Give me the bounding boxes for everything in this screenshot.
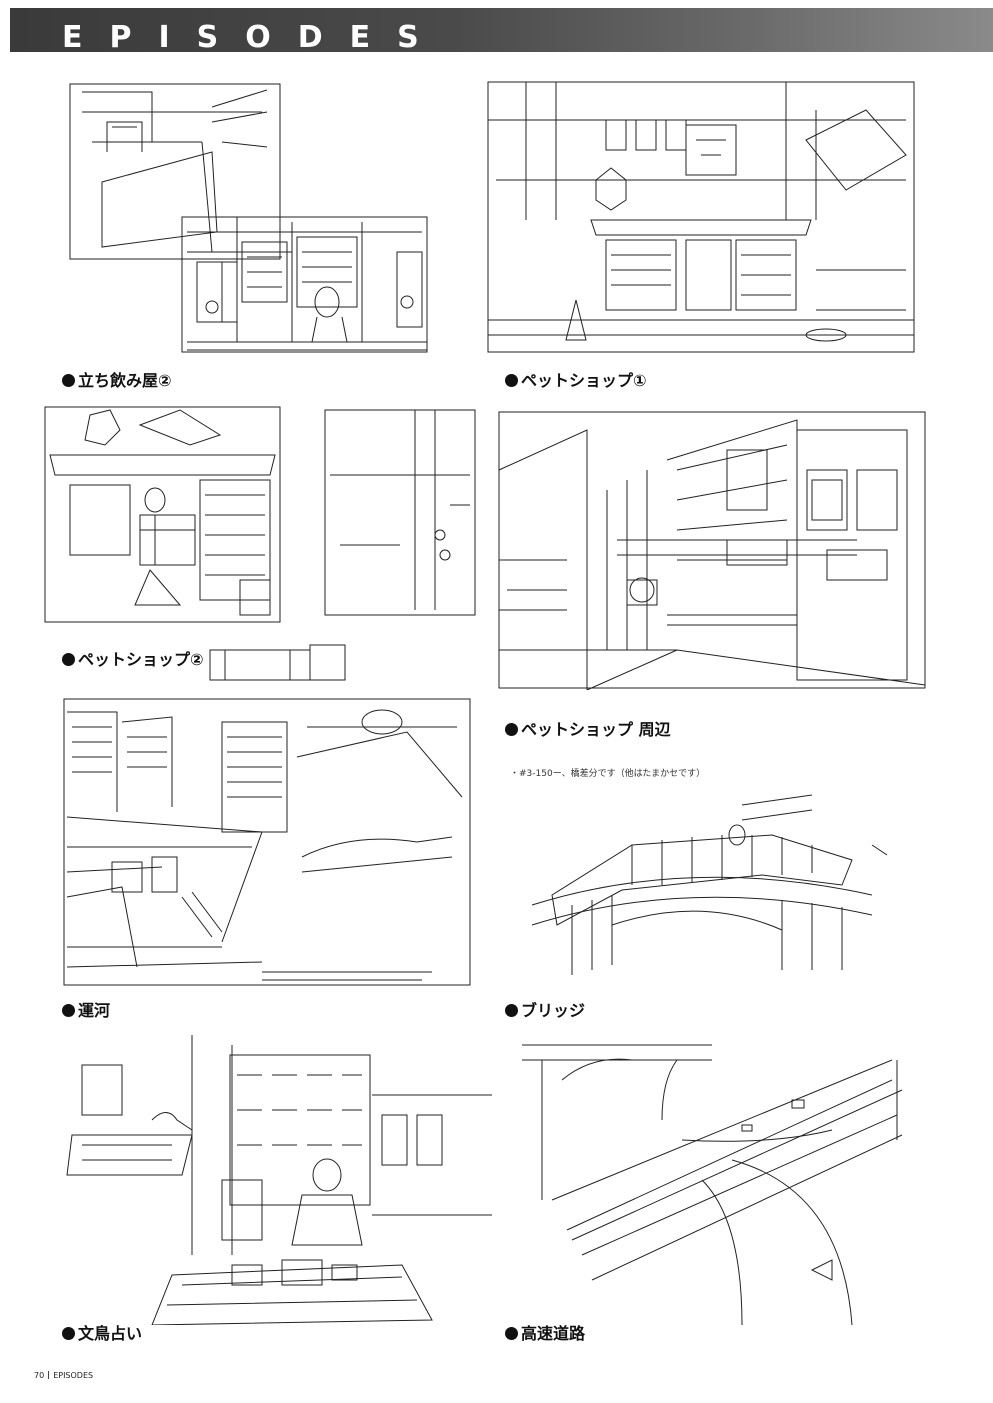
- caption-pet-shop-1: ペットショップ①: [505, 372, 647, 390]
- caption-pet-shop-area: ペットショップ 周辺: [505, 721, 671, 739]
- sketch-expressway: [512, 1040, 912, 1325]
- page-title: EPISODES: [62, 20, 446, 55]
- sketch-canal: [62, 697, 472, 987]
- bullet-icon: [62, 653, 75, 666]
- caption-expressway: 高速道路: [505, 1325, 585, 1343]
- footer-divider: [48, 1371, 50, 1379]
- sketch-bridge: [512, 785, 912, 985]
- bullet-icon: [505, 1004, 518, 1017]
- sketch-bird-fortune: [62, 1035, 492, 1325]
- bullet-icon: [62, 374, 75, 387]
- caption-standing-bar-2: 立ち飲み屋②: [62, 372, 172, 390]
- header-bar: [10, 8, 993, 52]
- bullet-icon: [62, 1004, 75, 1017]
- caption-bird-fortune: 文鳥占い: [62, 1325, 142, 1343]
- caption-bridge: ブリッジ: [505, 1002, 585, 1020]
- bullet-icon: [505, 1327, 518, 1340]
- bullet-icon: [505, 723, 518, 736]
- sketch-pet-shop-area: [497, 410, 927, 690]
- sketch-pet-shop-1: [486, 80, 916, 355]
- page-number: 70: [34, 1371, 45, 1380]
- sketch-pet-shop-2: [40, 405, 480, 685]
- bridge-note: ・#3-150ー、橋差分です（他はたまかセです）: [510, 769, 706, 779]
- caption-canal: 運河: [62, 1002, 110, 1020]
- footer-section: EPISODES: [53, 1371, 94, 1380]
- bullet-icon: [505, 374, 518, 387]
- bullet-icon: [62, 1327, 75, 1340]
- page-footer: 70 EPISODES: [34, 1371, 93, 1380]
- sketch-standing-bar: [62, 82, 452, 372]
- caption-pet-shop-2: ペットショップ②: [62, 651, 204, 669]
